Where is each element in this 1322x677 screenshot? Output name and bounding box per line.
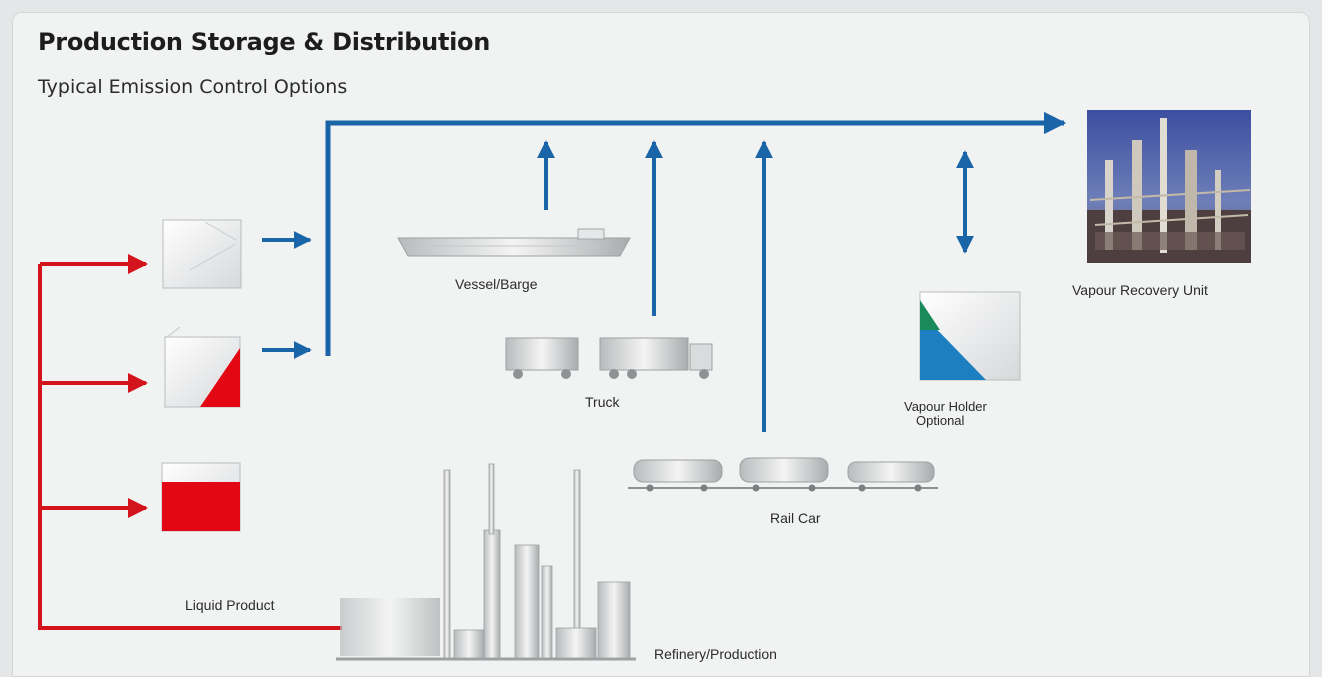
refinery-icon (336, 463, 636, 661)
storage-tank-full (161, 462, 241, 532)
vapour-holder-icon (919, 291, 1021, 381)
vessel-barge-label: Vessel/Barge (455, 276, 538, 292)
vessel-barge-icon (397, 228, 631, 257)
vapour-recovery-unit-label: Vapour Recovery Unit (1072, 282, 1208, 298)
liquid-product-lines (38, 254, 342, 630)
storage-tank-fixed-roof (162, 219, 242, 289)
truck-label: Truck (585, 394, 620, 410)
diagram-subtitle: Typical Emission Control Options (38, 76, 348, 98)
vapour-header-line (325, 111, 1067, 356)
diagram-title: Production Storage & Distribution (38, 28, 491, 56)
storage-tank-partial (164, 326, 241, 408)
liquid-product-label: Liquid Product (185, 597, 275, 613)
vapour-holder-label: Vapour Holder (904, 399, 987, 414)
refinery-production-label: Refinery/Production (654, 646, 777, 662)
vapour-recovery-unit-image (1087, 110, 1251, 263)
truck-icon (505, 337, 713, 379)
rail-car-label: Rail Car (770, 510, 821, 526)
rail-car-icon (628, 457, 938, 492)
vapour-holder-optional-label: Optional (916, 413, 965, 428)
